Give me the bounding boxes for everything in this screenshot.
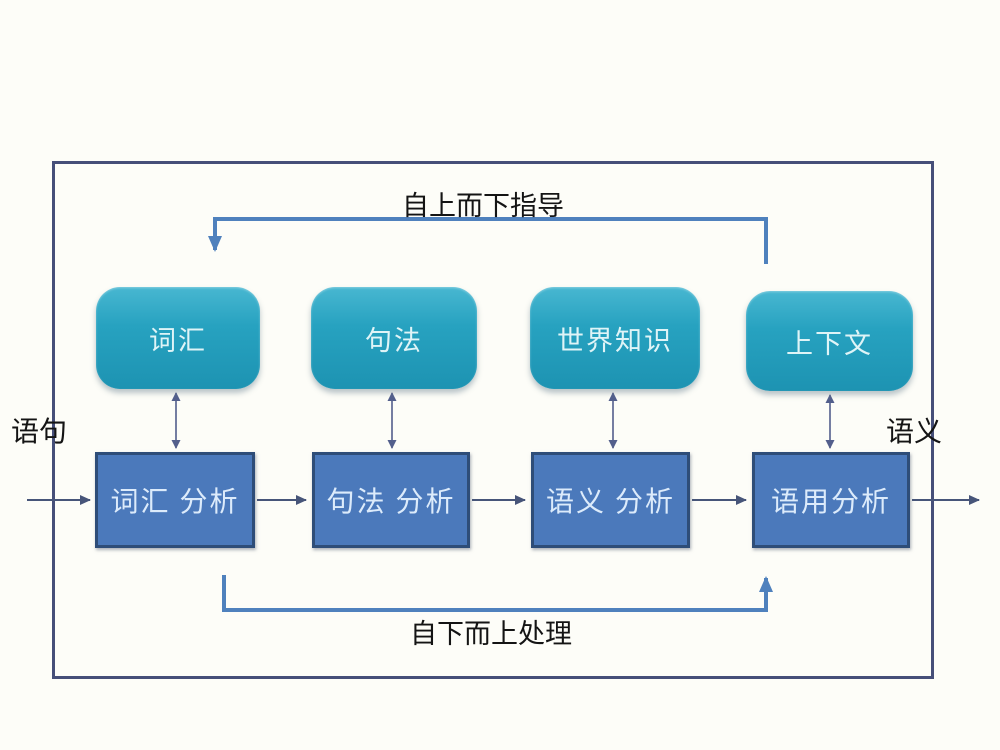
- knowledge-box-lexicon: 词汇: [96, 287, 260, 389]
- process-box-label: 词汇 分析: [110, 487, 240, 518]
- knowledge-box-syntax: 句法: [311, 287, 477, 389]
- process-box-label: 语义 分析: [545, 487, 675, 518]
- process-box-syntactic-analysis: 句法 分析: [312, 452, 470, 548]
- process-box-semantic-analysis: 语义 分析: [531, 452, 690, 548]
- knowledge-box-label: 世界知识: [557, 325, 673, 356]
- process-box-pragmatic-analysis: 语用分析: [752, 452, 910, 548]
- output-label: 语义: [886, 417, 943, 448]
- process-box-lexical-analysis: 词汇 分析: [95, 452, 255, 548]
- top-down-label: 自上而下指导: [402, 191, 564, 221]
- knowledge-box-label: 句法: [365, 325, 423, 356]
- process-box-label: 语用分析: [770, 487, 891, 518]
- knowledge-box-context: 上下文: [746, 291, 913, 391]
- knowledge-box-label: 词汇: [149, 325, 207, 356]
- knowledge-box-label: 上下文: [786, 328, 873, 359]
- input-label: 语句: [11, 417, 68, 448]
- diagram-frame: [52, 161, 934, 679]
- knowledge-box-world-knowledge: 世界知识: [530, 287, 700, 389]
- process-box-label: 句法 分析: [326, 487, 456, 518]
- bottom-up-label: 自下而上处理: [410, 619, 572, 649]
